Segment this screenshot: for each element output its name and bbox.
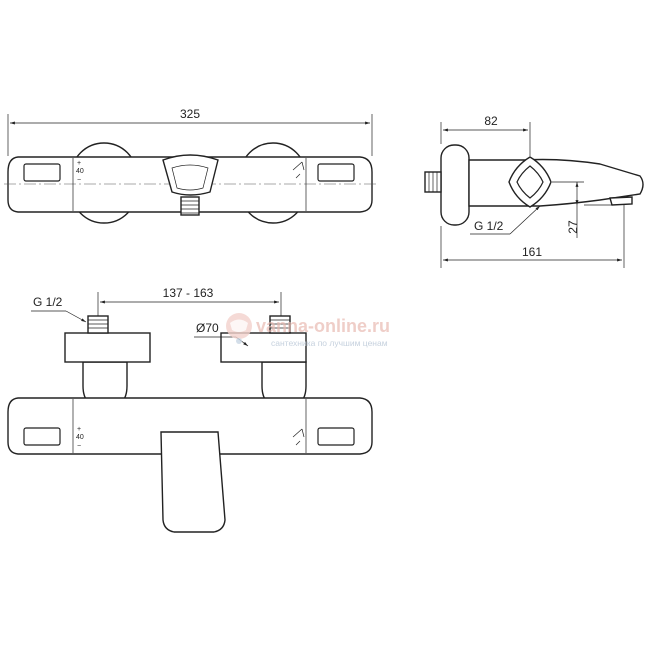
side-connection-label: G 1/2 xyxy=(474,219,504,233)
side-depth-label: 82 xyxy=(484,114,498,128)
top-outlet xyxy=(180,196,200,216)
watermark-subtitle: сантехника по лучшим ценам xyxy=(271,338,388,348)
side-length-label: 161 xyxy=(522,245,542,259)
side-spout-tip xyxy=(609,196,633,206)
side-view: 82 161 27 G 1/2 xyxy=(424,114,644,268)
front-right-window xyxy=(317,427,355,446)
front-plus-symbol: + xyxy=(77,426,81,433)
front-left-window xyxy=(23,427,61,446)
top-spout-inner xyxy=(171,164,209,191)
top-eco-symbol: 40 xyxy=(76,168,84,175)
top-flow-symbol xyxy=(292,161,305,179)
watermark-logo-icon xyxy=(226,313,252,344)
top-left-window xyxy=(23,163,61,182)
top-plus-symbol: + xyxy=(77,160,81,167)
top-spout xyxy=(162,154,219,196)
side-escutcheon xyxy=(440,144,470,226)
watermark-title: vanna-online.ru xyxy=(256,316,390,336)
front-minus-symbol: − xyxy=(77,443,81,450)
side-body xyxy=(468,158,644,207)
side-height-label: 27 xyxy=(566,220,580,234)
top-view: + 40 − 325 xyxy=(4,107,378,224)
front-eco-symbol: 40 xyxy=(76,434,84,441)
front-view: + 40 − 137 - 163 G 1/2 Ø70 xyxy=(7,286,373,533)
side-connection-leader xyxy=(509,205,541,235)
front-left-escutcheon xyxy=(64,332,151,363)
front-flow-symbol xyxy=(292,428,305,446)
escutcheon-diameter-label: Ø70 xyxy=(196,321,219,335)
overall-width-label: 325 xyxy=(180,107,200,121)
center-distance-label: 137 - 163 xyxy=(163,286,214,300)
watermark: vanna-online.ru сантехника по лучшим цен… xyxy=(226,313,390,348)
front-main-bar xyxy=(7,397,373,455)
front-connection-label: G 1/2 xyxy=(33,295,63,309)
side-handle-diamond xyxy=(508,156,552,208)
front-connection-leader xyxy=(65,310,87,323)
front-left-thread xyxy=(87,315,109,334)
top-right-window xyxy=(317,163,355,182)
front-spout xyxy=(160,431,226,533)
top-minus-symbol: − xyxy=(77,177,81,184)
